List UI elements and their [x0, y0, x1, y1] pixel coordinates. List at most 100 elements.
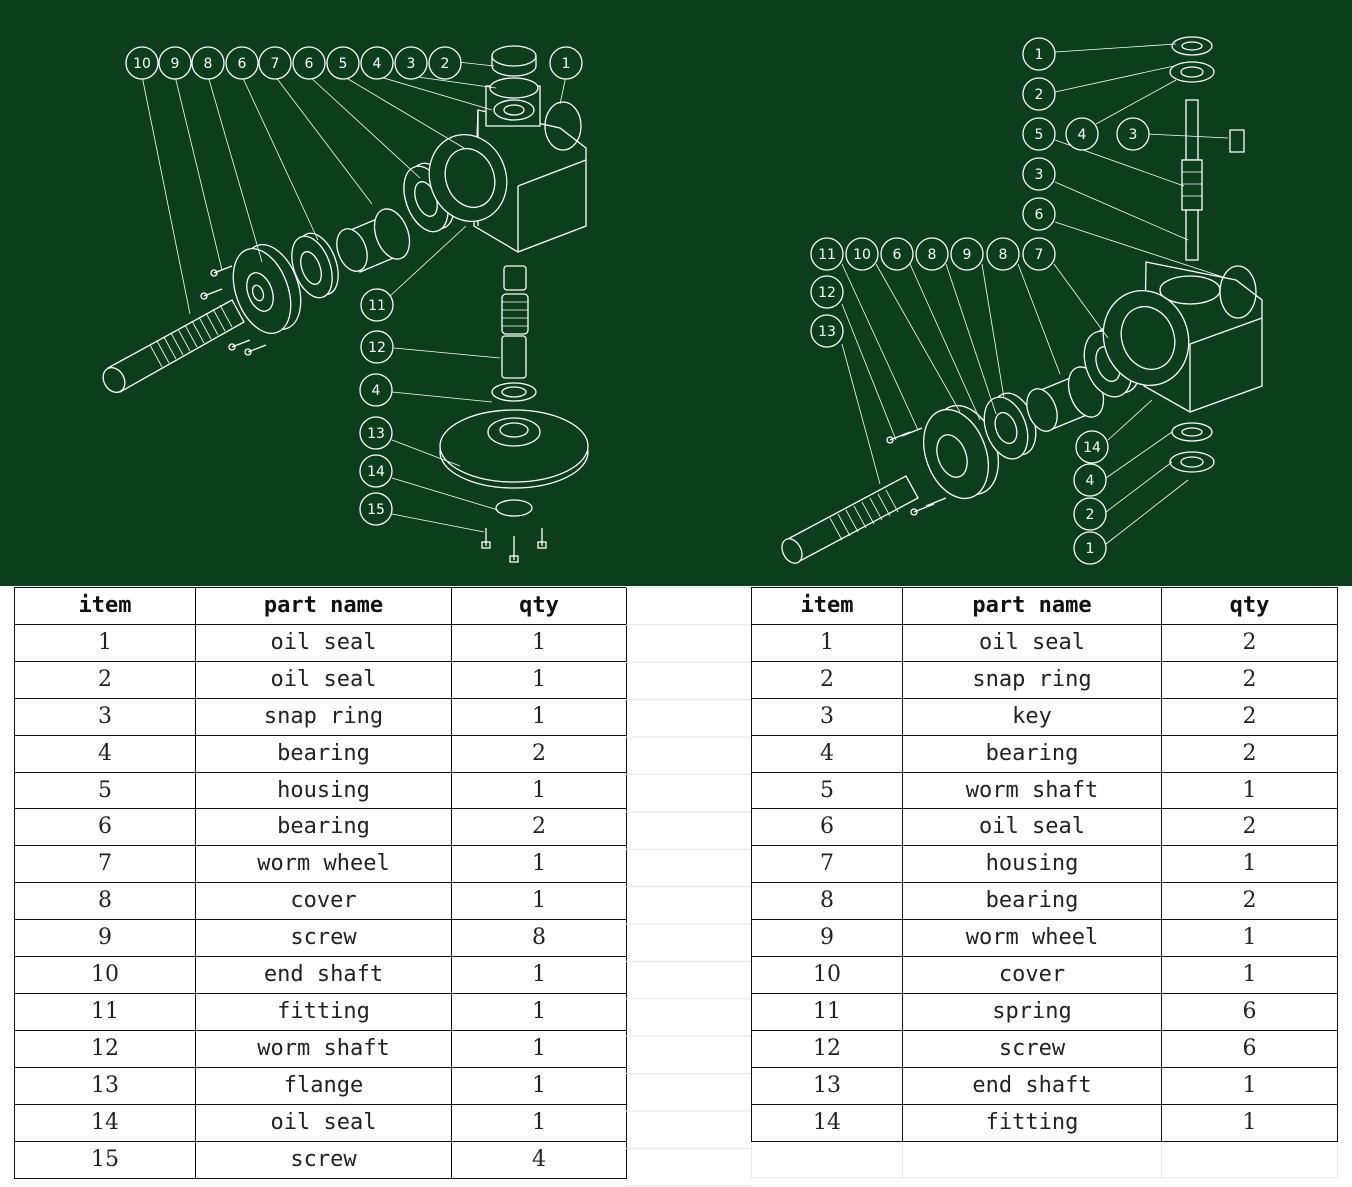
- cell-item: 5: [14, 771, 196, 810]
- cell-qty: 1: [451, 956, 627, 994]
- right-callout-number: 4: [1078, 127, 1087, 143]
- cell-qty: 1: [1161, 845, 1338, 884]
- header-item: item: [751, 587, 903, 625]
- right-callout-number: 5: [1035, 127, 1044, 143]
- left-callout-circle: [359, 416, 393, 450]
- cell-qty: 1: [1161, 956, 1338, 994]
- cell-qty: 1: [451, 660, 627, 699]
- right-screws: [886, 427, 947, 516]
- cell-item: 4: [14, 734, 196, 773]
- left-callout-number: 2: [441, 56, 450, 72]
- right-callout-circle: [1073, 497, 1107, 531]
- empty-cell: [1161, 1140, 1338, 1179]
- cell-item: 7: [751, 845, 903, 884]
- cell-qty: 1: [451, 623, 627, 662]
- right-end-shaft: [781, 475, 919, 564]
- right-callout-circle: [1075, 430, 1109, 464]
- left-bearing-6a: [291, 232, 339, 299]
- left-worm-wheel: [336, 208, 411, 273]
- left-callout-circle: [191, 46, 225, 80]
- header-qty: qty: [1161, 587, 1338, 625]
- cell-qty: 1: [451, 1066, 627, 1105]
- left-callout-circle: [258, 46, 292, 80]
- cell-part-name: oil seal: [902, 623, 1162, 662]
- left-callout-circle: [225, 46, 259, 80]
- cell-part-name: housing: [902, 845, 1162, 884]
- right-callout-number: 13: [818, 324, 836, 340]
- right-assembly-drawing: [781, 36, 1263, 564]
- left-callout-number: 11: [368, 298, 386, 314]
- right-callout-circle: [1022, 237, 1056, 271]
- cell-item: 7: [14, 845, 196, 884]
- cell-item: 4: [751, 734, 903, 773]
- cell-part-name: oil seal: [902, 808, 1162, 847]
- cell-qty: 1: [1161, 1103, 1338, 1142]
- cell-item: 13: [751, 1066, 903, 1105]
- left-callout-number: 3: [407, 56, 416, 72]
- right-callout-circle: [1116, 117, 1150, 151]
- cell-item: 1: [14, 623, 196, 662]
- right-callout-circle: [880, 237, 914, 271]
- header-part-name: part name: [195, 587, 452, 625]
- cell-qty: 2: [451, 808, 627, 847]
- cell-part-name: oil seal: [195, 1103, 452, 1142]
- cell-part-name: cover: [195, 882, 452, 921]
- cell-part-name: screw: [195, 919, 452, 958]
- left-end-shaft: [102, 299, 245, 393]
- cell-item: 2: [751, 660, 903, 699]
- left-callout-number: 6: [238, 56, 247, 72]
- right-callout-number: 11: [818, 247, 836, 263]
- left-callout-number: 7: [271, 56, 280, 72]
- cell-part-name: housing: [195, 771, 452, 810]
- cell-qty: 2: [1161, 734, 1338, 773]
- right-callout-number: 6: [893, 247, 902, 263]
- cell-item: 2: [14, 660, 196, 699]
- cell-part-name: bearing: [902, 882, 1162, 921]
- right-callout-circle: [1073, 463, 1107, 497]
- cell-qty: 1: [451, 845, 627, 884]
- right-callout-number: 10: [853, 247, 871, 263]
- right-callout-circle: [986, 237, 1020, 271]
- cell-part-name: worm wheel: [195, 845, 452, 884]
- right-callout-circle: [1022, 157, 1056, 191]
- cell-qty: 4: [451, 1140, 627, 1179]
- cell-part-name: end shaft: [195, 956, 452, 994]
- cell-item: 11: [14, 992, 196, 1031]
- cell-qty: 6: [1161, 1029, 1338, 1068]
- cell-part-name: screw: [195, 1140, 452, 1179]
- cell-qty: 1: [1161, 771, 1338, 810]
- cell-part-name: snap ring: [902, 660, 1162, 699]
- cell-qty: 2: [451, 734, 627, 773]
- right-bottom-seals: [1169, 422, 1215, 473]
- left-callout-circle: [394, 46, 428, 80]
- left-callout-number: 12: [368, 340, 386, 356]
- empty-cell: [902, 1140, 1162, 1179]
- right-callout-number: 9: [963, 247, 972, 263]
- left-callout-number: 6: [305, 56, 314, 72]
- right-callout-circle: [1022, 197, 1056, 231]
- cell-qty: 2: [1161, 660, 1338, 699]
- cell-item: 10: [14, 956, 196, 994]
- right-callout-circle: [810, 237, 844, 271]
- table-header-row: item part name qty: [751, 587, 1338, 625]
- left-worm-shaft: [501, 265, 529, 379]
- cell-qty: 2: [1161, 623, 1338, 662]
- cell-item: 14: [14, 1103, 196, 1142]
- cell-part-name: worm wheel: [902, 919, 1162, 958]
